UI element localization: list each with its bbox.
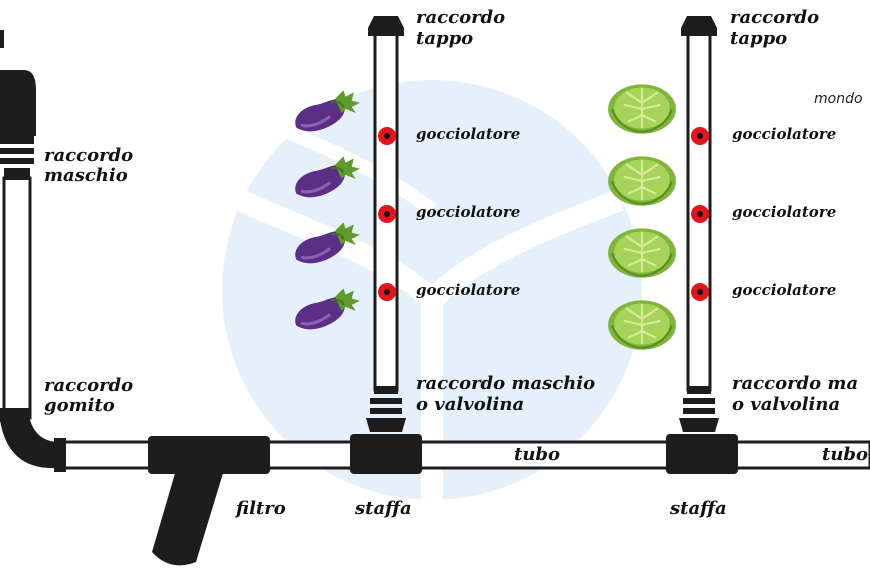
label-raccordo-gomito: raccordo gomito — [44, 376, 133, 416]
label-tubo-1: tubo — [514, 444, 560, 465]
label-gocciolatore: gocciolatore — [416, 125, 521, 143]
label-gocciolatore: gocciolatore — [416, 203, 521, 221]
label-raccordo-tappo-1: raccordo tappo — [416, 7, 506, 49]
dripper-icon — [378, 283, 396, 301]
label-raccordo-maschio: raccordo maschio — [44, 146, 133, 186]
label-raccordo-tappo-2: raccordo tappo — [730, 7, 820, 49]
dripper-icon — [691, 127, 709, 145]
label-text: raccordo tappo — [730, 7, 820, 49]
label-text: raccordo maschio — [44, 145, 134, 186]
left-riser — [0, 30, 36, 420]
dripper-icon — [691, 205, 709, 223]
label-gocciolatore: gocciolatore — [732, 203, 837, 221]
label-gocciolatore: gocciolatore — [732, 281, 837, 299]
dripper-icon — [378, 127, 396, 145]
label-text: raccordo ma o valvolina — [732, 374, 859, 415]
dripper-icon — [378, 205, 396, 223]
dripper-icon — [691, 283, 709, 301]
lettuce-icon — [607, 299, 677, 351]
label-text: raccordo tappo — [416, 7, 506, 49]
elbow-fitting — [0, 408, 66, 472]
label-staffa-1: staffa — [355, 498, 412, 519]
filter-fitting — [148, 436, 270, 566]
label-staffa-2: staffa — [670, 498, 727, 519]
label-text: raccordo maschio o valvolina — [416, 373, 596, 415]
label-gocciolatore: gocciolatore — [732, 125, 837, 143]
label-filtro: filtro — [236, 498, 286, 519]
lettuce-icon — [607, 83, 677, 135]
label-text: raccordo gomito — [44, 375, 134, 416]
lettuce-icon — [607, 227, 677, 279]
brand-text: mondo — [814, 92, 863, 106]
label-raccordo-valvolina-1: raccordo maschio o valvolina — [416, 373, 596, 415]
lettuce-icon — [607, 155, 677, 207]
lateral-line-2 — [666, 16, 738, 474]
label-tubo-2: tubo — [822, 444, 868, 465]
label-gocciolatore: gocciolatore — [416, 281, 521, 299]
label-raccordo-valvolina-2: raccordo ma o valvolina — [732, 374, 870, 415]
